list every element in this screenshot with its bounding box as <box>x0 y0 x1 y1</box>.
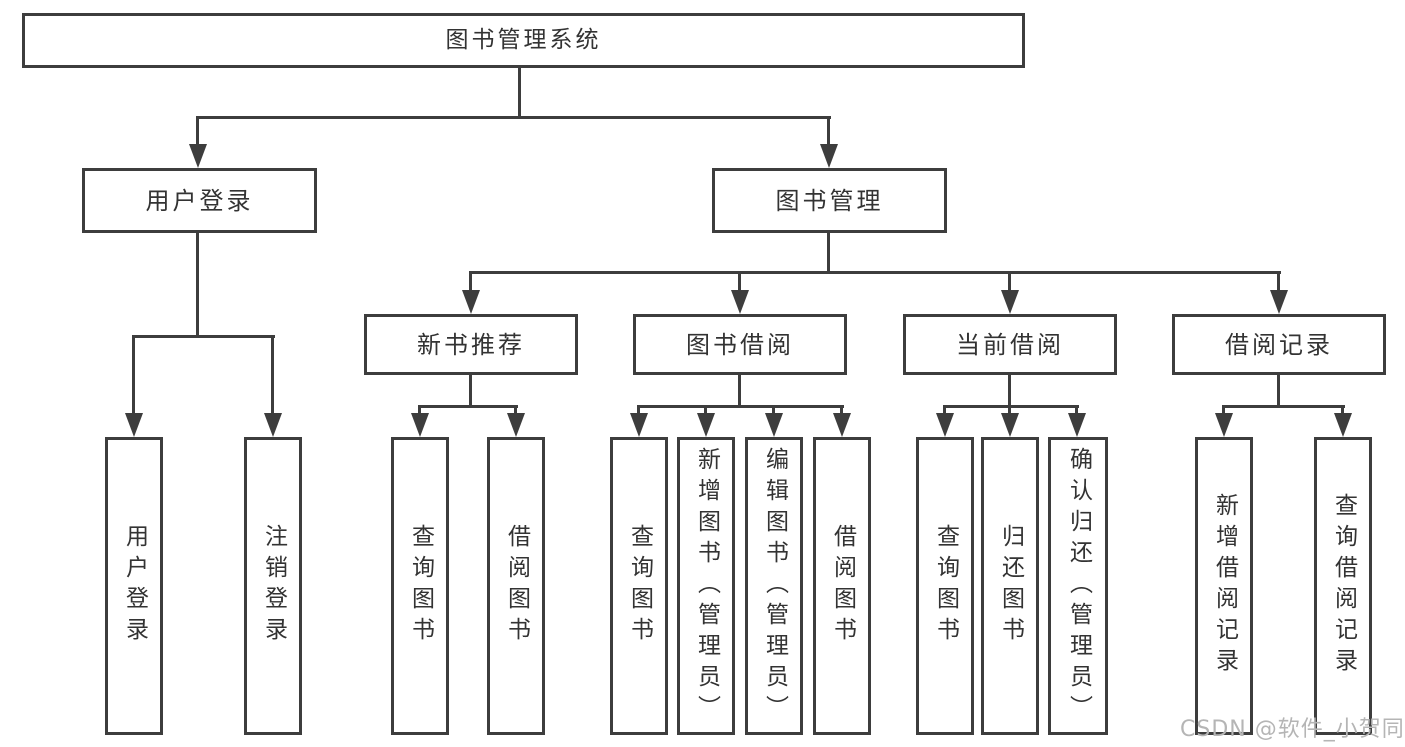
connector-vline <box>1008 374 1011 408</box>
arrow-down-icon <box>1001 413 1019 437</box>
arrow-down-icon <box>731 290 749 314</box>
connector-hline <box>637 405 844 408</box>
connector-vline <box>1277 374 1280 408</box>
connector-hline <box>469 271 1281 274</box>
arrow-down-icon <box>264 413 282 437</box>
leaf-query-book-newbook: 查询图书 <box>391 437 449 735</box>
leaf-query-book-current: 查询图书 <box>916 437 974 735</box>
connector-vline <box>469 374 472 408</box>
connector-vline <box>196 117 199 151</box>
leaf-query-book-borrow: 查询图书 <box>610 437 668 735</box>
node-library-system: 图书管理系统 <box>22 13 1025 68</box>
connector-vline <box>738 272 741 298</box>
connector-vline <box>1277 272 1280 298</box>
arrow-down-icon <box>630 413 648 437</box>
arrow-down-icon <box>697 413 715 437</box>
node-new-book-recommend: 新书推荐 <box>364 314 578 375</box>
arrow-down-icon <box>125 413 143 437</box>
arrow-down-icon <box>1334 413 1352 437</box>
arrow-down-icon <box>507 413 525 437</box>
arrow-down-icon <box>765 413 783 437</box>
watermark: CSDN @软件_小贺同学 <box>1180 717 1405 742</box>
node-borrow-records: 借阅记录 <box>1172 314 1386 375</box>
arrow-down-icon <box>189 144 207 168</box>
leaf-edit-book-admin: 编辑图书（管理员） <box>745 437 803 735</box>
arrow-down-icon <box>936 413 954 437</box>
leaf-borrow-book-newbook: 借阅图书 <box>487 437 545 735</box>
node-book-borrow: 图书借阅 <box>633 314 847 375</box>
connector-vline <box>827 232 830 274</box>
leaf-borrow-book-borrow: 借阅图书 <box>813 437 871 735</box>
arrow-down-icon <box>1001 290 1019 314</box>
connector-vline <box>132 336 135 422</box>
node-current-borrow: 当前借阅 <box>903 314 1117 375</box>
arrow-down-icon <box>1270 290 1288 314</box>
arrow-down-icon <box>820 144 838 168</box>
connector-vline <box>469 272 472 298</box>
connector-vline <box>1008 272 1011 298</box>
leaf-user-login: 用户登录 <box>105 437 163 735</box>
node-user-login: 用户登录 <box>82 168 317 233</box>
leaf-logout: 注销登录 <box>244 437 302 735</box>
leaf-query-borrow-record: 查询借阅记录 <box>1314 437 1372 735</box>
connector-vline <box>827 117 830 151</box>
node-book-management: 图书管理 <box>712 168 947 233</box>
arrow-down-icon <box>462 290 480 314</box>
connector-vline <box>271 336 274 422</box>
arrow-down-icon <box>1215 413 1233 437</box>
connector-vline <box>738 374 741 408</box>
arrow-down-icon <box>1068 413 1086 437</box>
leaf-confirm-return-admin: 确认归还（管理员） <box>1048 437 1108 735</box>
connector-hline <box>132 335 275 338</box>
connector-hline <box>196 116 831 119</box>
connector-hline <box>943 405 1079 408</box>
arrow-down-icon <box>411 413 429 437</box>
leaf-return-book: 归还图书 <box>981 437 1039 735</box>
connector-vline <box>518 67 521 119</box>
connector-hline <box>418 405 518 408</box>
leaf-add-book-admin: 新增图书（管理员） <box>677 437 735 735</box>
arrow-down-icon <box>833 413 851 437</box>
connector-vline <box>196 232 199 338</box>
connector-hline <box>1222 405 1345 408</box>
leaf-add-borrow-record: 新增借阅记录 <box>1195 437 1253 735</box>
